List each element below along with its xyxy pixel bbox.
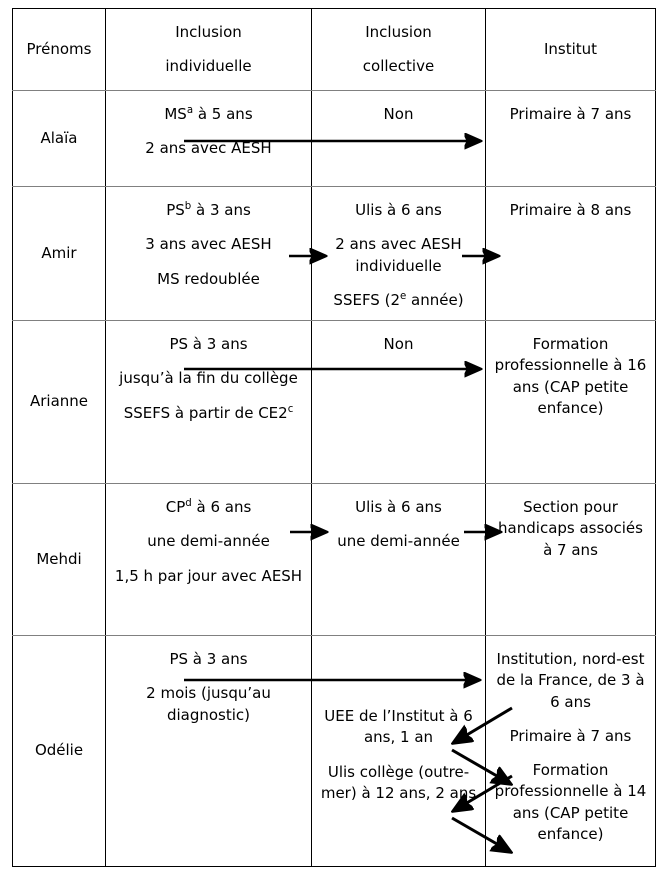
cell-line: PS à 3 ans: [169, 650, 248, 668]
cell-line: MSa à 5 ans: [164, 105, 253, 123]
cell-line: PS à 3 ans: [169, 335, 248, 353]
table-row: Mehdi CPd à 6 ans une demi-année 1,5 h par…: [12, 483, 656, 636]
column-header-inclusion-individuelle-line2: individuelle: [165, 57, 252, 75]
column-header-prenoms-label: Prénoms: [26, 39, 92, 58]
cell-line: Institution, nord-est de la France, de 3…: [496, 650, 645, 711]
row-name-alaia: Alaïa: [12, 90, 106, 187]
cell-amir-inclusion-collective: Ulis à 6 ans 2 ans avec AESH individuelle…: [311, 186, 486, 321]
cell-line: une demi-année: [337, 532, 460, 551]
cell-alaia-institut: Primaire à 7 ans: [485, 90, 656, 187]
cell-arianne-inclusion-collective: Non: [311, 320, 486, 484]
cell-alaia-inclusion-collective: Non: [311, 90, 486, 187]
cell-odelie-inclusion-collective: UEE de l’Institut à 6 ans, 1 an Ulis coll…: [311, 635, 486, 867]
cell-line: CPd à 6 ans: [165, 498, 252, 516]
table-row: Alaïa MSa à 5 ans 2 ans avec AESH Non Pri…: [12, 90, 656, 187]
table-row: Amir PSb à 3 ans 3 ans avec AESH MS redoub…: [12, 186, 656, 321]
cell-alaia-inclusion-individuelle: MSa à 5 ans 2 ans avec AESH: [105, 90, 312, 187]
cell-line: SSEFS à partir de CE2c: [123, 403, 294, 422]
cell-line: Primaire à 7 ans: [509, 105, 632, 123]
row-name-mehdi: Mehdi: [12, 483, 106, 636]
column-header-inclusion-collective: Inclusion collective: [311, 8, 486, 91]
cell-line: Primaire à 7 ans: [509, 726, 632, 745]
cell-odelie-institut: Institution, nord-est de la France, de 3…: [485, 635, 656, 867]
cell-line: 2 ans avec AESH individuelle: [335, 235, 462, 275]
column-header-inclusion-collective-line2: collective: [362, 57, 435, 75]
column-header-inclusion-individuelle: Inclusion individuelle: [105, 8, 312, 91]
cell-line: une demi-année: [147, 532, 270, 551]
cell-line: Formation professionnelle à 16 ans (CAP …: [494, 335, 647, 417]
column-header-prenoms: Prénoms: [12, 8, 106, 91]
cell-line: 2 mois (jusqu’au diagnostic): [146, 684, 271, 724]
cell-line: Ulis collège (outre-mer) à 12 ans, 2 ans: [320, 762, 477, 802]
column-header-institut: Institut: [485, 8, 656, 91]
cell-line: 3 ans avec AESH: [145, 235, 272, 254]
trajectory-table: Prénoms Inclusion individuelle Inclusion…: [12, 8, 656, 867]
cell-line: Ulis à 6 ans: [355, 498, 442, 516]
cell-line: PSb à 3 ans: [166, 201, 251, 219]
cell-odelie-inclusion-individuelle: PS à 3 ans 2 mois (jusqu’au diagnostic): [105, 635, 312, 867]
cell-arianne-institut: Formation professionnelle à 16 ans (CAP …: [485, 320, 656, 484]
cell-mehdi-institut: Section pour handicaps associés à 7 ans: [485, 483, 656, 636]
row-name-odelie: Odélie: [12, 635, 106, 867]
table-row: Odélie PS à 3 ans 2 mois (jusqu’au diagno…: [12, 635, 656, 867]
cell-line: jusqu’à la fin du collège: [119, 369, 298, 388]
trajectory-table-container: Prénoms Inclusion individuelle Inclusion…: [12, 8, 656, 868]
column-header-institut-label: Institut: [543, 39, 598, 58]
row-name-arianne: Arianne: [12, 320, 106, 484]
column-header-inclusion-individuelle-line1: Inclusion: [175, 22, 242, 41]
table-body: Alaïa MSa à 5 ans 2 ans avec AESH Non Pri…: [12, 90, 656, 867]
cell-line: UEE de l’Institut à 6 ans, 1 an: [324, 707, 473, 747]
row-name-amir: Amir: [12, 186, 106, 321]
cell-line: Non: [383, 105, 414, 123]
cell-line: Non: [383, 335, 414, 353]
cell-line: SSEFS (2e année): [333, 290, 464, 309]
table-row: Arianne PS à 3 ans jusqu’à la fin du coll…: [12, 320, 656, 484]
cell-line: Primaire à 8 ans: [509, 201, 632, 219]
cell-line: 2 ans avec AESH: [145, 139, 272, 158]
cell-line: Formation professionnelle à 14 ans (CAP …: [494, 761, 647, 844]
column-header-inclusion-collective-line1: Inclusion: [365, 22, 432, 41]
cell-amir-institut: Primaire à 8 ans: [485, 186, 656, 321]
table-header-row: Prénoms Inclusion individuelle Inclusion…: [12, 8, 656, 91]
cell-line: Section pour handicaps associés à 7 ans: [498, 498, 643, 559]
cell-line: MS redoublée: [157, 269, 260, 288]
cell-mehdi-inclusion-individuelle: CPd à 6 ans une demi-année 1,5 h par jour …: [105, 483, 312, 636]
cell-line: Ulis à 6 ans: [355, 201, 442, 219]
cell-amir-inclusion-individuelle: PSb à 3 ans 3 ans avec AESH MS redoublée: [105, 186, 312, 321]
cell-mehdi-inclusion-collective: Ulis à 6 ans une demi-année: [311, 483, 486, 636]
cell-line: 1,5 h par jour avec AESH: [114, 566, 303, 585]
